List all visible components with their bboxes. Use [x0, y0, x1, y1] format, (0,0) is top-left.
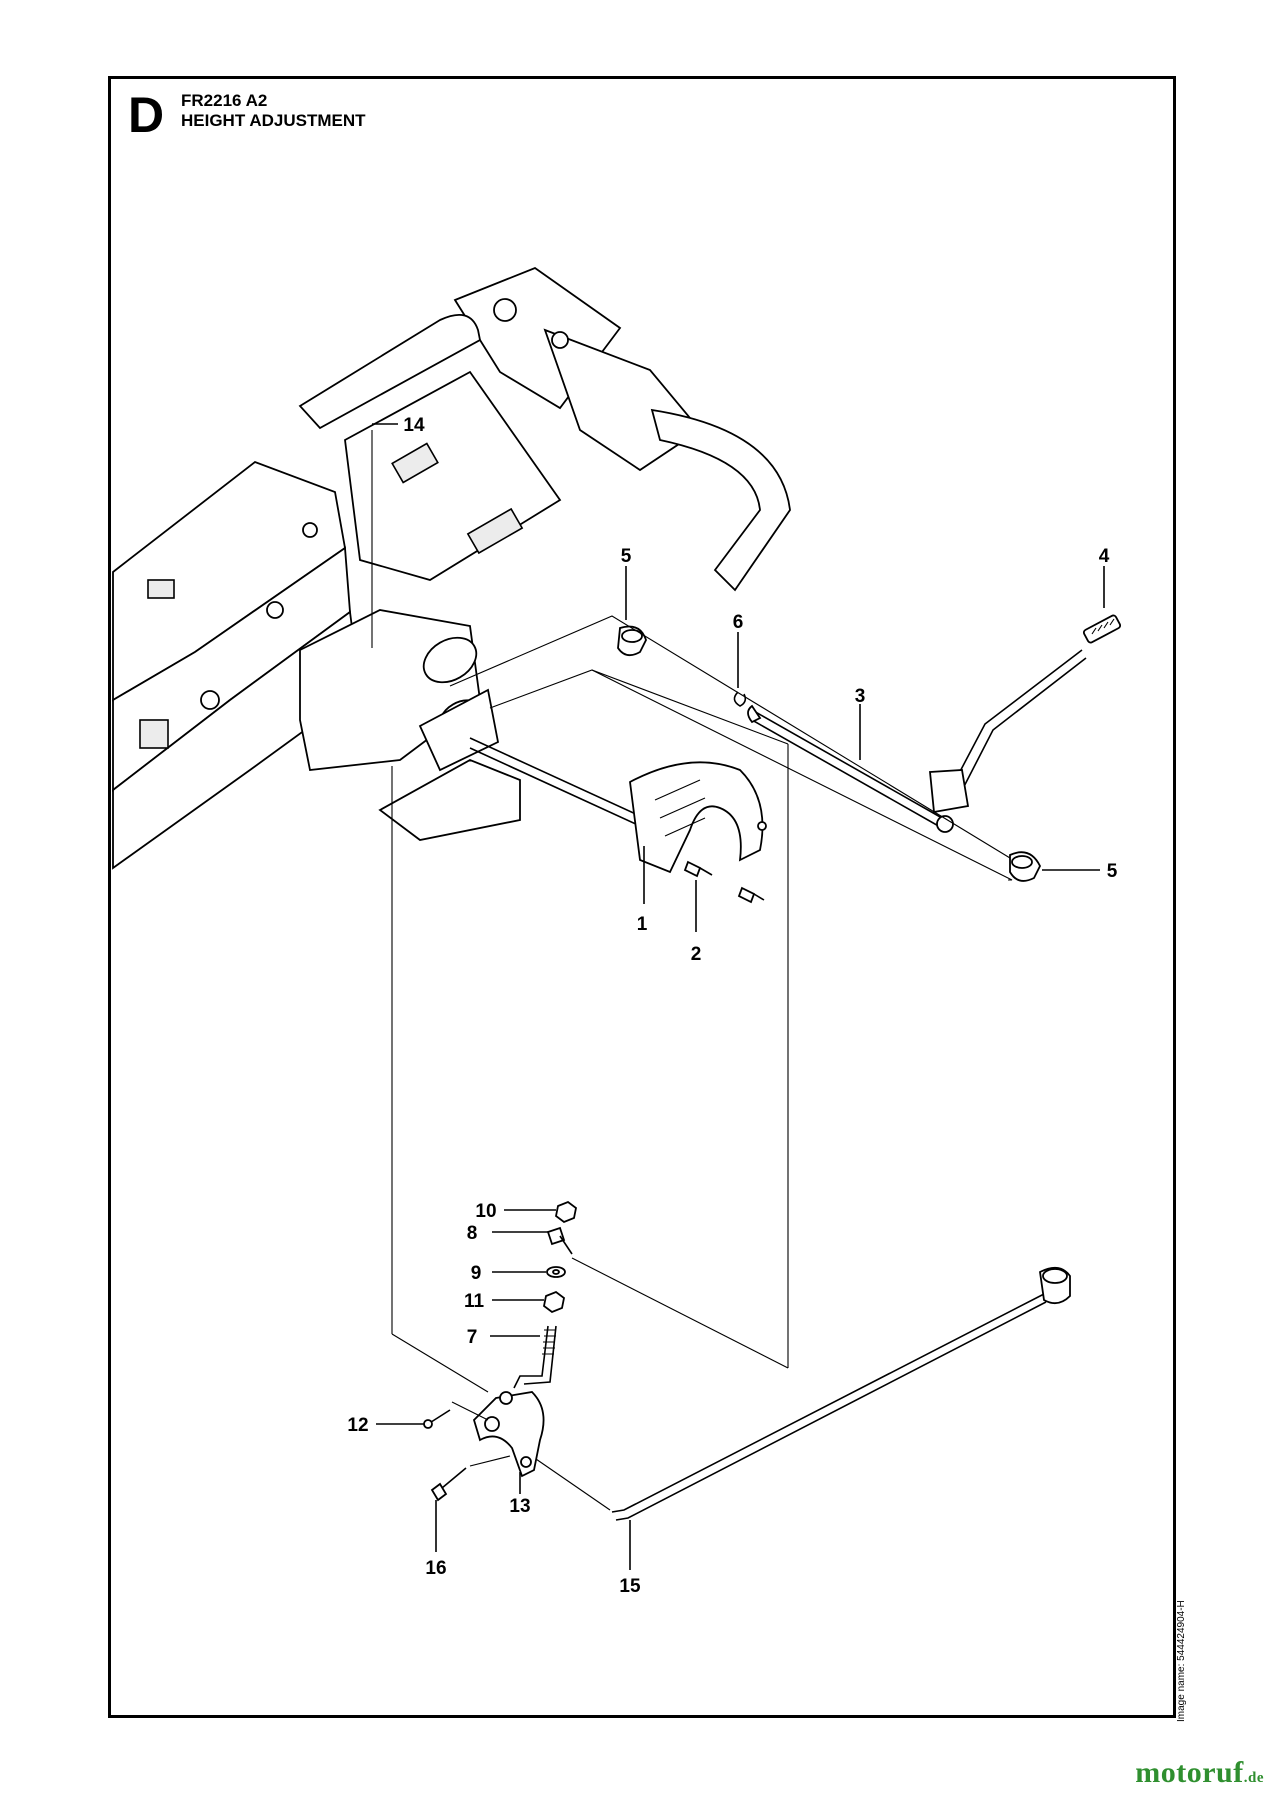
callout-5-upper: 5: [621, 546, 632, 567]
watermark-tld: .de: [1243, 1770, 1264, 1786]
section-letter: D: [128, 87, 165, 143]
callout-6: 6: [733, 612, 744, 633]
section-title: HEIGHT ADJUSTMENT: [181, 111, 366, 130]
model-code: FR2216 A2: [181, 91, 268, 110]
bushing-upper: [617, 625, 647, 657]
watermark-brand: motoruf: [1135, 1756, 1244, 1789]
tractor-frame-illustration: [112, 266, 791, 870]
callout-14: 14: [403, 415, 425, 436]
callout-9: 9: [471, 1263, 482, 1284]
diagram-frame: [108, 76, 1176, 1718]
callout-16: 16: [425, 1558, 446, 1579]
clevis-pin: [423, 1401, 489, 1429]
callout-labels: 1 2 3 4 5 5 6 7 8 9 10 11 12 13 14 15 16: [347, 415, 1117, 1597]
callout-12: 12: [347, 1415, 368, 1436]
callout-11: 11: [464, 1291, 485, 1312]
hex-nut: [543, 1290, 565, 1314]
bushing-lower: [1009, 851, 1042, 882]
flange-bolts: [683, 860, 765, 904]
pivot-bolt: [546, 1226, 573, 1255]
callout-10: 10: [475, 1201, 496, 1222]
callout-13: 13: [509, 1496, 530, 1517]
callout-leaders: [372, 423, 1105, 1570]
callout-1: 1: [637, 914, 648, 935]
lock-nut: [555, 1200, 577, 1224]
long-link-rod: [611, 1266, 1071, 1521]
lever-shaft: [747, 649, 1087, 833]
watermark-logo: motoruf.de: [1135, 1756, 1264, 1790]
shoulder-screw: [430, 1455, 511, 1502]
callout-5-lower: 5: [1107, 861, 1118, 882]
explosion-lines: [371, 430, 1013, 1511]
bell-crank-arm: [472, 1391, 545, 1478]
retaining-clip: [733, 691, 747, 707]
callout-15: 15: [619, 1576, 641, 1597]
callout-3: 3: [855, 686, 866, 707]
callout-4: 4: [1099, 546, 1110, 567]
callout-8: 8: [467, 1223, 478, 1244]
callout-7: 7: [467, 1327, 478, 1348]
lever-knob: [1082, 614, 1122, 644]
threaded-link-rod: [513, 1325, 557, 1389]
height-segment-plate: [629, 761, 767, 874]
washer: [546, 1266, 566, 1278]
callout-2: 2: [691, 944, 702, 965]
